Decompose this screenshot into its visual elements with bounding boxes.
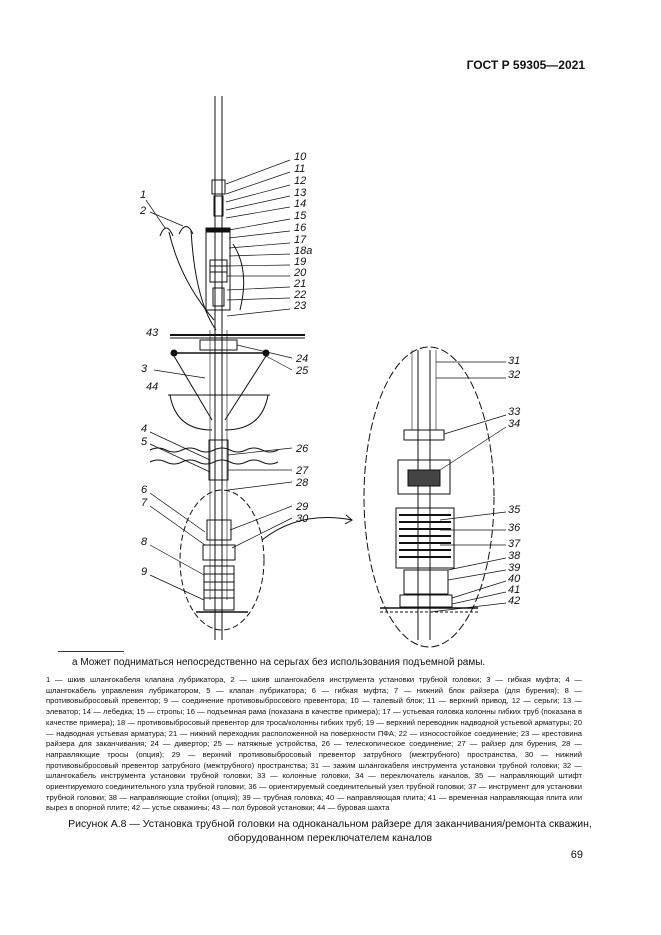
sea-level [149,447,279,453]
callout-38: 38 [508,550,521,562]
callout-13: 13 [294,187,307,199]
callout-7: 7 [141,497,148,509]
bop-stack [203,565,235,611]
callout-40: 40 [508,573,521,585]
top-drive-block [211,179,226,195]
lifting-frame [205,227,231,233]
callout-24: 24 [295,353,308,365]
callout-14: 14 [294,198,306,210]
umbilical-clamp [403,429,445,441]
callout-35: 35 [508,504,521,516]
moonpool-right [224,394,269,431]
technical-drawing: 10 11 12 13 14 15 16 17 18а 19 20 21 22 … [139,96,521,648]
figure-legend: 1 — шкив шлангокабеля клапана лубрикатор… [46,675,582,814]
callout-23: 23 [293,300,307,312]
footnote-rule [58,651,124,652]
diverter [199,339,238,351]
callout-21: 21 [293,278,306,290]
callout-5: 5 [141,436,148,448]
surface-tree-frame [205,231,231,311]
callout-3: 3 [141,363,148,375]
callout-16: 16 [294,222,307,234]
caption-line-2: оборудованном переключателем каналов [227,832,433,844]
callout-2: 2 [139,205,146,217]
footnote: а Может подниматься непосредственно на с… [72,657,486,668]
callout-29: 29 [295,501,308,513]
callout-34: 34 [508,418,520,430]
callout-36: 36 [508,522,521,534]
callout-8: 8 [141,536,148,548]
legend-text: 1 — шкив шлангокабеля клапана лубрикатор… [46,675,582,813]
callout-9: 9 [141,566,147,578]
callout-19: 19 [294,256,306,268]
callout-10: 10 [294,151,307,163]
callout-25: 25 [295,365,309,377]
callout-41: 41 [508,584,520,596]
detail-ellipse-large [363,346,495,648]
callout-42: 42 [508,595,520,607]
sheave-2 [178,226,194,235]
tubing-head-tool [395,507,455,569]
callout-30: 30 [296,513,309,525]
callout-31: 31 [508,355,520,367]
callout-22: 22 [293,289,306,301]
figure-caption: Рисунок А.8 — Установка трубной головки … [60,817,600,845]
callout-4: 4 [141,423,147,435]
callout-11: 11 [294,163,305,175]
callout-12: 12 [294,175,306,187]
callout-27: 27 [295,465,309,477]
callout-39: 39 [508,562,520,574]
sheave-1 [159,227,174,237]
callout-6: 6 [141,484,148,496]
lubricator-hose [168,231,215,321]
detail-arrow [261,517,353,541]
moonpool-left [169,394,213,431]
standard-header: ГОСТ Р 59305—2021 [466,58,585,72]
callout-1: 1 [140,189,146,201]
wellhead-housing [397,459,451,495]
callout-43: 43 [146,327,159,339]
detail-ellipse-small [179,489,265,631]
callout-15: 15 [294,210,307,222]
callout-17: 17 [294,234,307,246]
callout-32: 32 [508,369,520,381]
callout-44: 44 [146,381,158,393]
surface-tree [209,259,228,283]
callout-28: 28 [295,477,309,489]
callout-33: 33 [508,406,521,418]
callout-20: 20 [293,267,307,279]
callout-37: 37 [508,538,521,550]
page-number: 69 [570,849,583,861]
caption-line-1: Рисунок А.8 — Установка трубной головки … [68,818,592,830]
callout-26: 26 [295,443,309,455]
callout-18a: 18а [294,245,312,257]
guide-plate [399,594,453,608]
